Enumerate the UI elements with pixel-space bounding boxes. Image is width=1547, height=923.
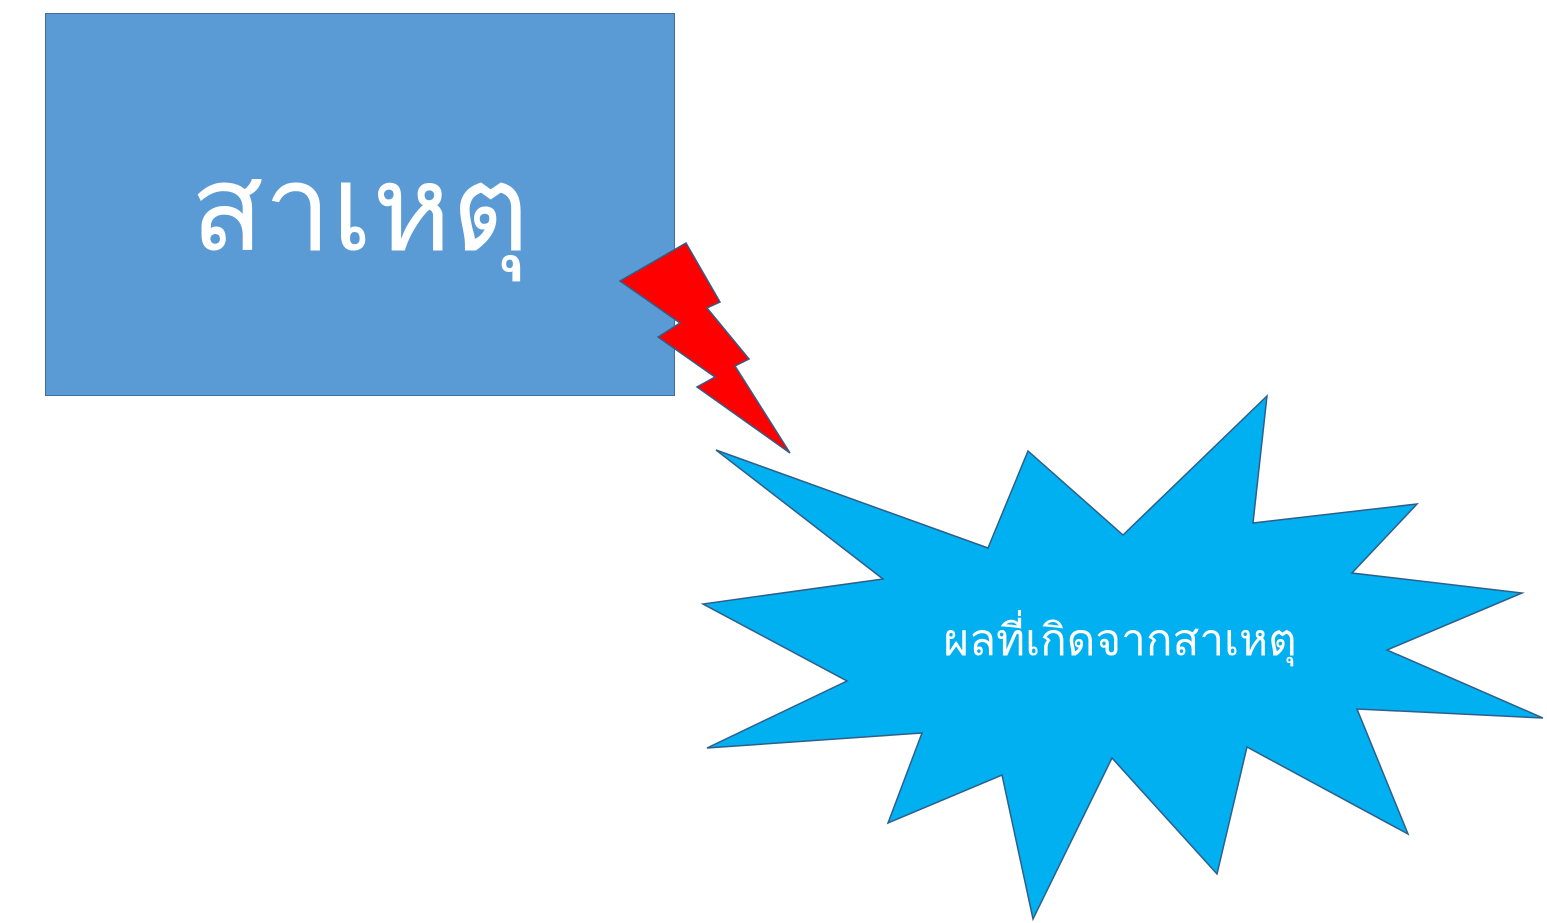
cause-box: สาเหตุ	[45, 13, 675, 396]
effect-burst-shape	[700, 394, 1544, 922]
effect-label: ผลที่เกิดจากสาเหตุ	[943, 615, 1297, 666]
lightning-bolt-icon	[618, 241, 791, 454]
cause-label: สาเหตุ	[190, 139, 530, 279]
